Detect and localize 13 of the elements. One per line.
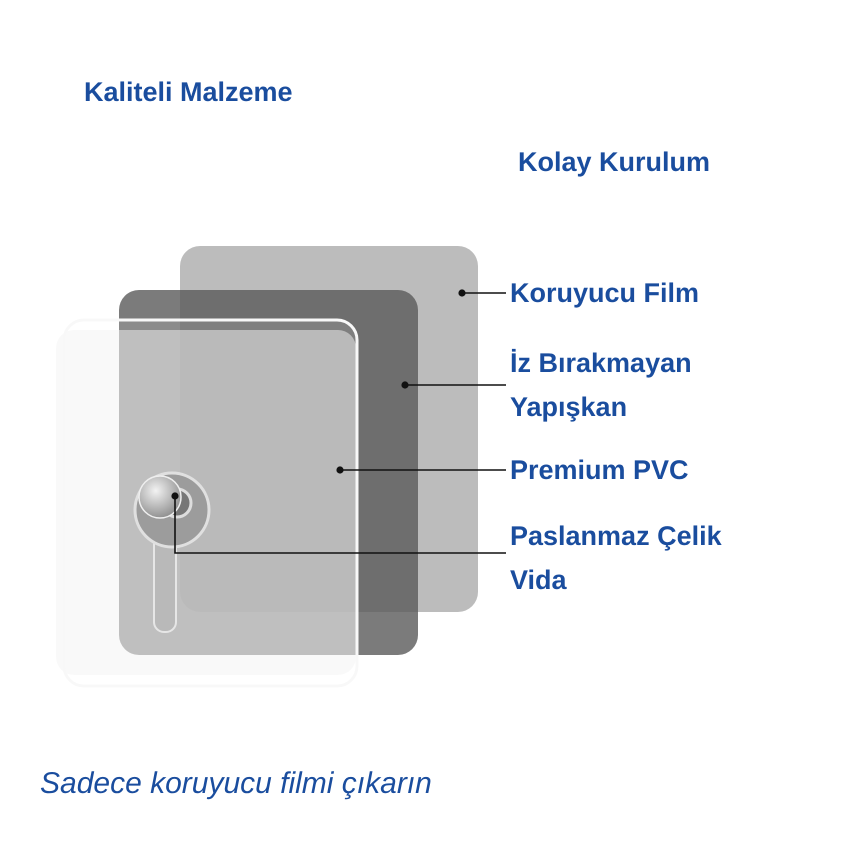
heading-text: Kaliteli Malzeme [84, 76, 293, 109]
heading-text: Kolay Kurulum [518, 146, 710, 179]
part-label: Paslanmaz Çelik Vida [510, 520, 723, 597]
screw-drawing [134, 472, 210, 633]
part-label: İz Bırakmayan Yapışkan [510, 347, 693, 424]
adhesive-layer [119, 290, 418, 655]
leader-line [171, 492, 506, 554]
leader-line [336, 466, 506, 474]
leader-line [458, 289, 506, 297]
caption-text: Sadece koruyucu filmi çıkarın [40, 766, 432, 802]
leader-line [401, 381, 506, 389]
part-label: Premium PVC [510, 454, 690, 487]
part-label: Koruyucu Film [510, 277, 700, 310]
